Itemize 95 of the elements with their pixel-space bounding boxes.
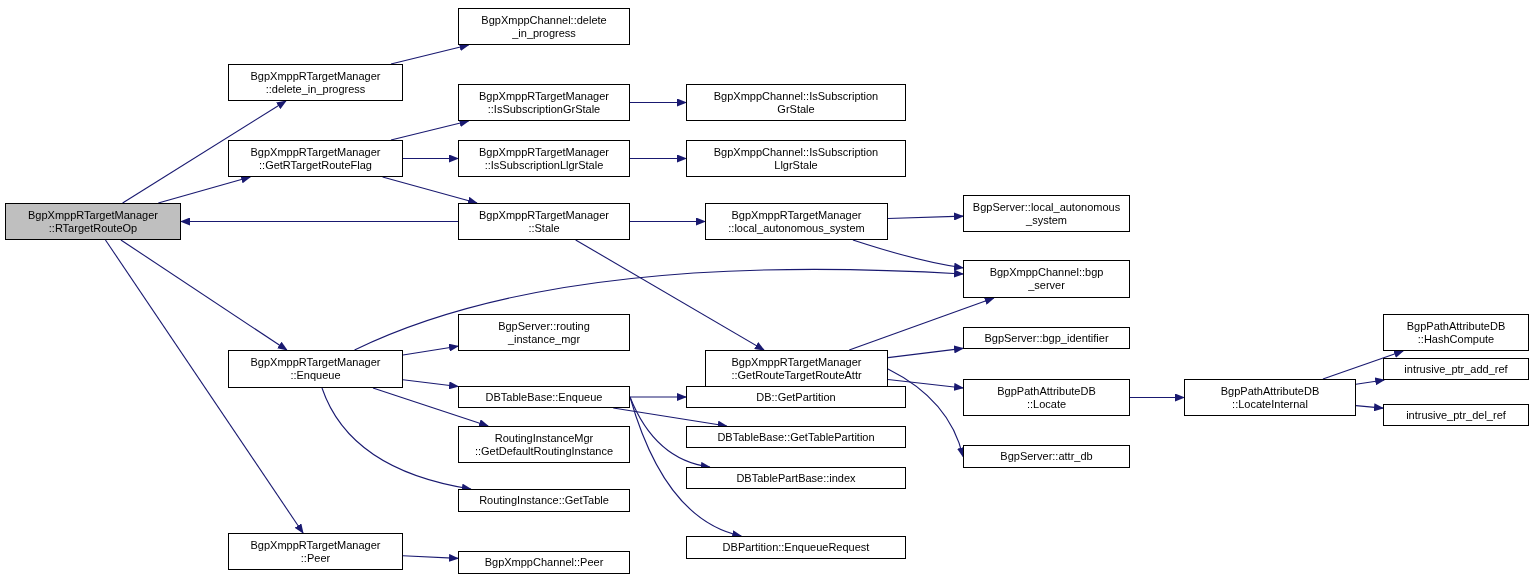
- call-arrow: [1322, 350, 1404, 380]
- function-name: DBTableBase::GetTablePartition: [716, 430, 876, 444]
- call-arrow: [629, 396, 711, 470]
- call-arrow: [402, 553, 459, 562]
- function-box: [228, 533, 403, 570]
- call-arrow: [1355, 403, 1384, 412]
- function-name: BgpServer::routing _instance_mgr: [497, 319, 591, 346]
- function-name: BgpServer::bgp_identifier: [983, 331, 1110, 345]
- function-box: [458, 314, 630, 351]
- call-arrow: [104, 239, 304, 534]
- call-arrow: [372, 387, 489, 427]
- function-name: DBTablePartBase::index: [735, 471, 857, 485]
- function-box: [686, 140, 906, 177]
- function-box: [458, 84, 630, 121]
- function-name: BgpXmppRTargetManager ::Stale: [477, 208, 610, 235]
- function-name: BgpXmppRTargetManager ::Enqueue: [249, 356, 382, 382]
- function-name: BgpServer::attr_db: [999, 450, 1094, 463]
- function-box: [963, 445, 1130, 468]
- function-box: [686, 467, 906, 489]
- function-box: [458, 426, 630, 463]
- call-arrow: [629, 396, 743, 538]
- function-box: [228, 64, 403, 101]
- function-name: BgpXmppChannel::bgp _server: [988, 266, 1105, 292]
- function-box: [1383, 314, 1529, 351]
- call-arrow: [629, 393, 687, 401]
- call-arrow: [852, 239, 964, 271]
- function-box: [705, 203, 888, 240]
- function-name: DBTableBase::Enqueue: [484, 390, 604, 404]
- call-arrow: [629, 98, 687, 107]
- function-name: DBPartition::EnqueueRequest: [721, 541, 871, 554]
- function-name: BgpXmppChannel::IsSubscription GrStale: [712, 89, 880, 116]
- call-arrow: [887, 378, 964, 391]
- function-box: [458, 386, 630, 408]
- call-arrow: [887, 345, 964, 359]
- function-box: [963, 379, 1130, 416]
- call-arrow: [390, 43, 470, 65]
- call-arrow: [629, 154, 687, 163]
- function-name: intrusive_ptr_del_ref: [1405, 408, 1507, 422]
- call-arrow: [848, 297, 995, 351]
- function-name: BgpXmppRTargetManager ::GetRouteTargetRouteAttr: [730, 356, 863, 382]
- function-box: [686, 426, 906, 448]
- call-arrow: [390, 119, 470, 141]
- call-arrow: [180, 217, 459, 226]
- function-box: [686, 536, 906, 559]
- call-arrow: [612, 407, 728, 429]
- call-arrow: [1129, 393, 1185, 402]
- function-box: [458, 203, 630, 240]
- call-arrow: [575, 239, 765, 351]
- function-box: [228, 350, 403, 388]
- call-arrow: [354, 268, 964, 351]
- call-arrow: [1355, 377, 1386, 386]
- function-name: BgpXmppRTargetManager ::IsSubscriptionGrStale: [477, 89, 610, 116]
- function-name: BgpPathAttributeDB ::LocateInternal: [1219, 384, 1321, 411]
- call-arrow: [382, 176, 478, 205]
- function-name: BgpXmppRTargetManager ::local_autonomous_system: [727, 208, 866, 235]
- call-arrow: [887, 212, 964, 221]
- function-box: [458, 551, 630, 574]
- function-name: BgpServer::local_autonomous _system: [971, 200, 1122, 227]
- function-name: BgpXmppChannel::delete _in_progress: [480, 13, 608, 40]
- call-arrow: [321, 387, 472, 492]
- function-name: BgpXmppRTargetManager ::Peer: [249, 538, 382, 565]
- function-name: BgpPathAttributeDB ::Locate: [996, 384, 1097, 411]
- function-box: [686, 386, 906, 408]
- call-arrow: [122, 100, 287, 204]
- function-box: [1383, 358, 1529, 380]
- function-name: BgpXmppChannel::Peer: [483, 556, 605, 569]
- selected-function-box: [5, 203, 181, 240]
- call-arrow: [402, 154, 459, 163]
- function-box: [705, 350, 888, 388]
- function-name: BgpXmppChannel::IsSubscription LlgrStale: [712, 145, 880, 172]
- function-name: intrusive_ptr_add_ref: [1403, 362, 1509, 376]
- function-box: [458, 8, 630, 45]
- call-arrow: [629, 217, 706, 226]
- function-name: RoutingInstanceMgr ::GetDefaultRoutingInstance: [473, 431, 615, 458]
- call-arrow: [402, 379, 459, 390]
- function-box: [228, 140, 403, 177]
- function-box: [1184, 379, 1356, 416]
- function-name: BgpXmppRTargetManager ::GetRTargetRouteFlag: [249, 145, 382, 172]
- call-arrow: [120, 239, 288, 351]
- function-name: BgpXmppRTargetManager ::delete_in_progress: [249, 69, 382, 96]
- function-name: BgpPathAttributeDB ::HashCompute: [1405, 319, 1507, 346]
- function-box: [963, 327, 1130, 349]
- function-name: RoutingInstance::GetTable: [478, 494, 610, 507]
- function-box: [686, 84, 906, 121]
- function-box: [458, 140, 630, 177]
- function-box: [1383, 404, 1529, 426]
- function-name: DB::GetPartition: [755, 390, 837, 404]
- call-arrow: [887, 368, 965, 458]
- function-name: BgpXmppRTargetManager ::RTargetRouteOp: [26, 208, 159, 235]
- function-name: BgpXmppRTargetManager ::IsSubscriptionLlgrStale: [477, 145, 610, 172]
- function-box: [963, 260, 1130, 298]
- function-box: [963, 195, 1130, 232]
- function-box: [458, 489, 630, 512]
- call-arrow: [402, 343, 459, 356]
- call-arrow: [157, 175, 252, 204]
